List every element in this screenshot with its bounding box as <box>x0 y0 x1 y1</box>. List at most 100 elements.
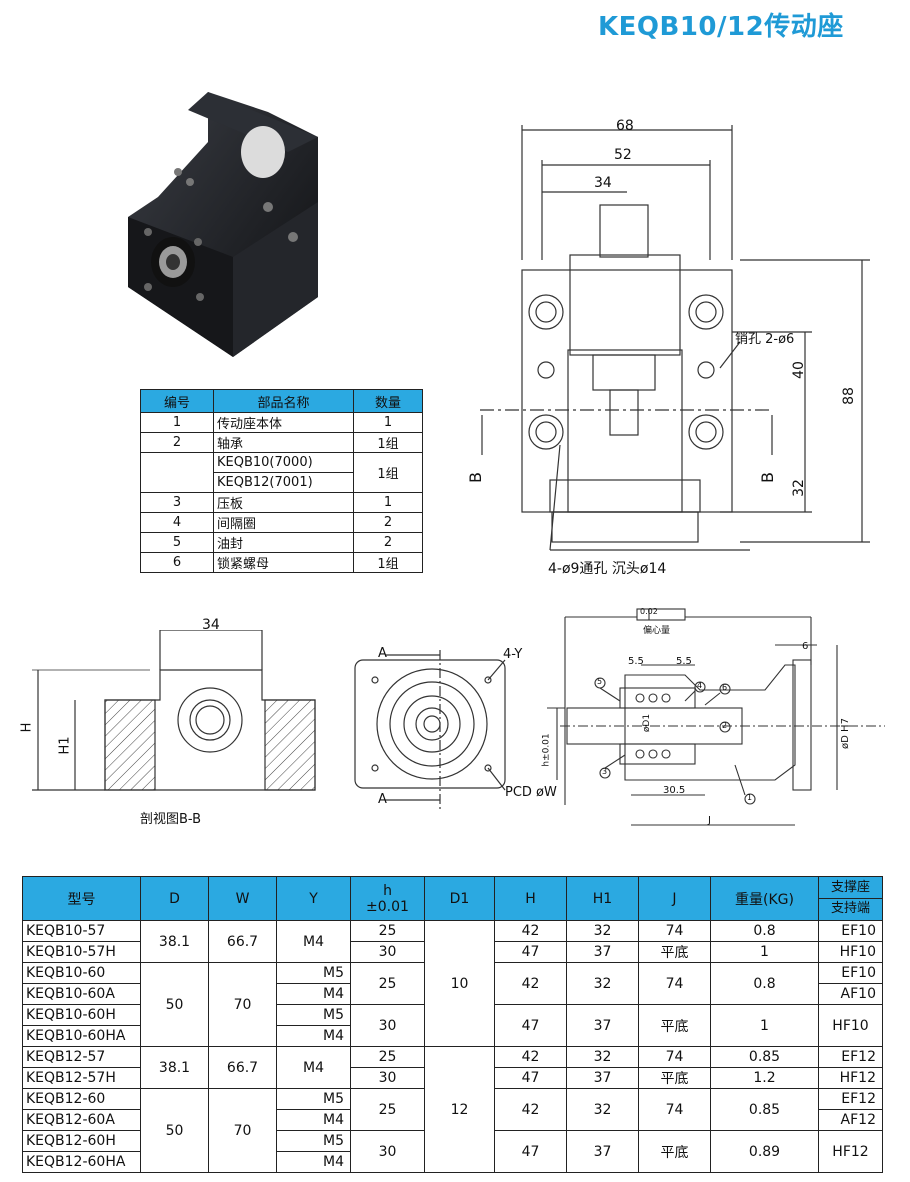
parts-table: 编号 部品名称 数量 1 传动座本体 1 2 轴承 1组 KEQB10(7000… <box>140 389 423 573</box>
H-cell: 47 <box>494 941 567 963</box>
part-name: 油封 <box>213 532 354 553</box>
spec-header-model: 型号 <box>22 876 141 921</box>
spec-header-j: J <box>638 876 711 921</box>
side-label-pcd: PCD øW <box>505 785 557 800</box>
balloon-6: 6 <box>722 683 728 692</box>
detail-label-dh7: øD H7 <box>839 718 851 749</box>
H1-cell: 32 <box>566 1046 639 1068</box>
h-cell: 25 <box>350 1046 425 1068</box>
support-cell: EF12 <box>818 1088 883 1110</box>
d1-cell: 12 <box>424 1046 495 1173</box>
spec-header-d1: D1 <box>424 876 495 921</box>
j-cell: 平底 <box>638 1067 711 1089</box>
H-cell: 42 <box>494 962 567 1005</box>
spec-table: 型号 D W Y h ±0.01 D1 H H1 J 重量(KG) 支撑座 支持… <box>22 876 883 1173</box>
side-label-a-top: A <box>378 646 387 661</box>
parts-header-no: 编号 <box>140 389 214 413</box>
spec-header-w: W <box>208 876 277 921</box>
spec-header-support-1: 支撑座 <box>819 878 882 899</box>
table-row: 4 间隔圈 2 <box>140 512 423 533</box>
part-name: 传动座本体 <box>213 412 354 433</box>
part-name: 锁紧螺母 <box>213 552 354 573</box>
dim-40: 40 <box>790 361 807 379</box>
part-qty: 1组 <box>353 552 423 573</box>
spec-header-support: 支撑座 支持端 <box>818 876 883 921</box>
spec-header-weight: 重量(KG) <box>710 876 819 921</box>
balloon-3: 3 <box>602 767 608 776</box>
spec-header-H: H <box>494 876 567 921</box>
d-cell: 50 <box>140 962 209 1047</box>
spec-header-H1: H1 <box>566 876 639 921</box>
model-cell: KEQB12-60A <box>22 1109 141 1131</box>
model-cell: KEQB10-57 <box>22 920 141 942</box>
H-cell: 47 <box>494 1067 567 1089</box>
H-cell: 47 <box>494 1130 567 1173</box>
pin-hole-note: 销孔 2-ø6 <box>735 332 795 347</box>
balloon-5: 5 <box>597 677 603 686</box>
support-cell: AF10 <box>818 983 883 1005</box>
table-row: KEQB10-60H M5 30 47 37 平底 1 HF10 <box>22 1004 883 1047</box>
part-name: 压板 <box>213 492 354 513</box>
part-name: KEQB10(7000) <box>213 452 354 473</box>
weight-cell: 1 <box>710 941 819 963</box>
section-label-h1: H1 <box>57 736 73 755</box>
support-cell: EF10 <box>818 920 883 942</box>
parts-header-name: 部品名称 <box>213 389 354 413</box>
table-row: KEQB12-60 50 70 M5 25 42 32 74 0.85 EF12 <box>22 1088 883 1173</box>
H1-cell: 37 <box>566 1067 639 1089</box>
y-cell: M4 <box>276 1046 351 1089</box>
weight-cell: 0.89 <box>710 1130 819 1173</box>
d1-cell: 10 <box>424 920 495 1047</box>
y-cell: M4 <box>276 920 351 963</box>
table-row: 6 锁紧螺母 1组 <box>140 552 423 573</box>
section-view-drawing <box>32 630 316 791</box>
y-cell: M4 <box>276 1025 351 1047</box>
model-cell: KEQB12-57H <box>22 1067 141 1089</box>
product-photo <box>128 92 318 357</box>
y-cell: M5 <box>276 1088 351 1110</box>
h-cell: 25 <box>350 920 425 942</box>
h-cell: 30 <box>350 941 425 963</box>
w-cell: 70 <box>208 962 277 1047</box>
part-no: 3 <box>140 492 214 513</box>
table-row: 2 轴承 1组 <box>140 432 423 453</box>
j-cell: 平底 <box>638 1004 711 1047</box>
side-view-drawing <box>354 650 506 810</box>
bolt-hole-note: 4-ø9通孔 沉头ø14 <box>548 561 667 577</box>
table-row: KEQB12-57 38.1 66.7 M4 25 12 42 32 74 0.… <box>22 1046 883 1173</box>
section-label-left: B <box>465 472 485 483</box>
weight-cell: 0.85 <box>710 1088 819 1131</box>
table-row: KEQB10-60A M4 AF10 <box>22 983 883 1005</box>
H-cell: 47 <box>494 1004 567 1047</box>
w-cell: 70 <box>208 1088 277 1173</box>
detail-dim-55b: 5.5 <box>676 656 692 667</box>
part-no: 6 <box>140 552 214 573</box>
model-cell: KEQB10-60 <box>22 962 141 984</box>
weight-cell: 0.8 <box>710 920 819 942</box>
table-row: KEQB12-60HA M4 <box>22 1151 883 1173</box>
j-cell: 平底 <box>638 941 711 963</box>
table-row: KEQB12(7001) <box>141 472 423 493</box>
model-cell: KEQB10-57H <box>22 941 141 963</box>
w-cell: 66.7 <box>208 1046 277 1089</box>
H1-cell: 37 <box>566 1004 639 1047</box>
y-cell: M4 <box>276 1151 351 1173</box>
detail-label-h: h±0.01 <box>541 733 552 767</box>
y-cell: M4 <box>276 1109 351 1131</box>
balloon-1: 1 <box>747 793 753 802</box>
model-cell: KEQB12-60H <box>22 1130 141 1152</box>
model-cell: KEQB10-60H <box>22 1004 141 1026</box>
H1-cell: 37 <box>566 941 639 963</box>
j-cell: 74 <box>638 1046 711 1068</box>
part-qty: 1 <box>353 412 423 433</box>
part-qty: 1组 <box>353 452 423 493</box>
dim-32: 32 <box>790 479 807 497</box>
h-cell: 30 <box>350 1004 425 1047</box>
weight-cell: 1 <box>710 1004 819 1047</box>
table-row: 5 油封 2 <box>140 532 423 553</box>
part-no: 4 <box>140 512 214 533</box>
table-row: 3 压板 1 <box>140 492 423 513</box>
weight-cell: 0.85 <box>710 1046 819 1068</box>
detail-tol-note: 偏心量 <box>643 626 671 636</box>
dim-34: 34 <box>594 175 612 191</box>
